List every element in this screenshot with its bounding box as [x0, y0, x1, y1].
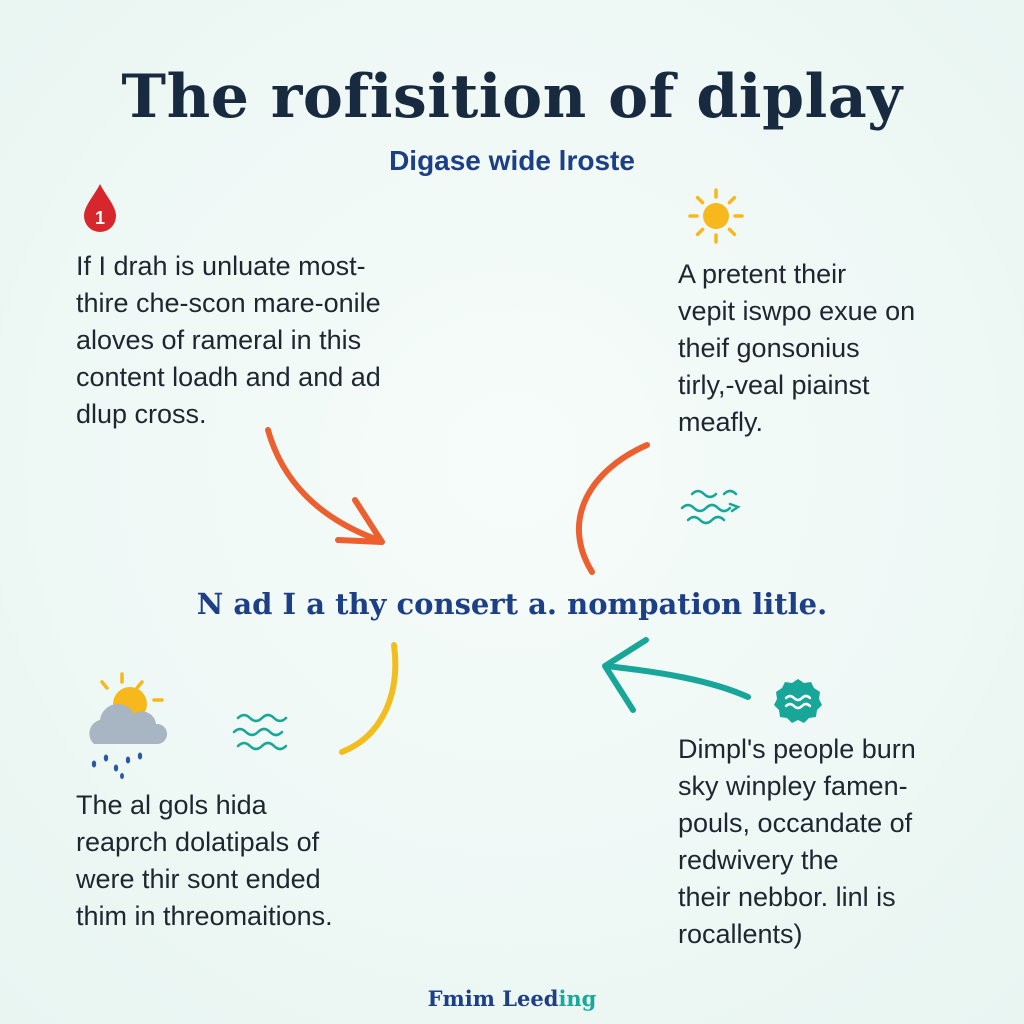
footer-brand: Fmim Leeding: [0, 986, 1024, 1011]
text-line: were thir sont ended: [76, 864, 321, 894]
text-line: Dimpl's people burn: [678, 734, 916, 764]
orange-arc-right: [575, 442, 650, 575]
text-line: redwivery the: [678, 845, 839, 875]
text-line: content loadh and and ad: [76, 362, 381, 392]
text-line: pouls, occandate of: [678, 808, 913, 838]
wave-icon: [680, 489, 741, 525]
text-line: sky winpley famen-: [678, 771, 908, 801]
orange-arrow-top-left: [265, 427, 385, 545]
text-line: aloves of rameral in this: [76, 325, 362, 355]
wave-icon: [232, 713, 288, 751]
teal-arrow-bottom-right: [602, 637, 751, 713]
text-line: reaprch dolatipals of: [76, 827, 320, 857]
text-line: their nebbor. linl is: [678, 882, 896, 912]
sun-icon: [688, 188, 744, 244]
water-drop-icon: 1: [84, 184, 116, 232]
text-line: If I drah is unluate most-: [76, 251, 366, 281]
text-line: rocallents): [678, 919, 803, 949]
sun-cloud-rain-icon: [89, 672, 168, 779]
footer-brand-accent: ing: [558, 986, 597, 1011]
text-block-bottom-right: Dimpl's people burn sky winpley famen- p…: [678, 731, 916, 953]
water-badge-icon: [774, 679, 822, 723]
text-line: dlup cross.: [76, 399, 207, 429]
page-title: The rofisition of diplay: [121, 62, 903, 132]
yellow-arc-center: [339, 642, 399, 755]
text-line: thire che-scon mare-onile: [76, 288, 381, 318]
text-line: vepit iswpo exue on: [678, 296, 916, 326]
text-line: A pretent their: [678, 259, 847, 289]
text-line: thim in threomaitions.: [76, 901, 333, 931]
text-line: theif gonsonius: [678, 333, 860, 363]
text-line: tirly,-veal piainst: [678, 370, 870, 400]
text-block-top-right: A pretent their vepit iswpo exue on thei…: [678, 256, 915, 441]
text-block-top-left: If I drah is unluate most- thire che-sco…: [76, 248, 381, 433]
text-block-bottom-left: The al gols hida reaprch dolatipals of w…: [76, 787, 333, 935]
page-subtitle: Digase wide lroste: [389, 145, 635, 176]
drop-badge-number: 1: [95, 208, 105, 228]
center-statement: N ad I a thy consert a. nompation litle.: [196, 587, 828, 621]
text-line: meafly.: [678, 407, 764, 437]
footer-brand-text: Fmim Leed: [427, 986, 559, 1011]
text-line: The al gols hida: [76, 790, 267, 820]
